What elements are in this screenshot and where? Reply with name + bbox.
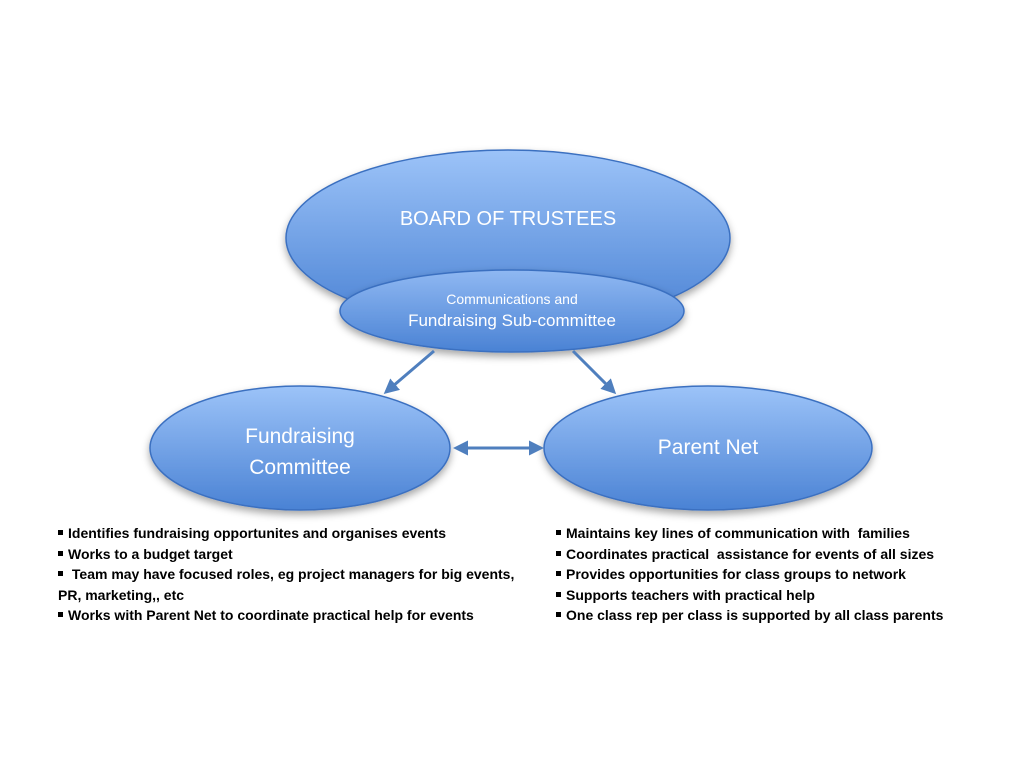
fundraising-committee-node: [149, 385, 451, 511]
list-item: Provides opportunities for class groups …: [556, 564, 996, 585]
list-item: Works to a budget target: [58, 544, 518, 565]
parent-net-bullet-list: Maintains key lines of communication wit…: [556, 523, 996, 626]
list-item: Maintains key lines of communication wit…: [556, 523, 996, 544]
subcommittee-label-line1: Communications and: [446, 291, 578, 307]
fundraising-label-line2: Committee: [249, 456, 351, 479]
list-item: One class rep per class is supported by …: [556, 605, 996, 626]
arrow-to-fundraising: [383, 349, 435, 394]
fundraising-bullet-list: Identifies fundraising opportunites and …: [58, 523, 518, 626]
list-item: Works with Parent Net to coordinate prac…: [58, 605, 518, 626]
subcommittee-node: [339, 269, 685, 353]
list-item: Team may have focused roles, eg project …: [58, 564, 518, 605]
parent-net-node: [543, 385, 873, 511]
subcommittee-label-line2: Fundraising Sub-committee: [408, 311, 616, 330]
fundraising-label-line1: Fundraising: [245, 425, 355, 448]
list-item: Identifies fundraising opportunites and …: [58, 523, 518, 544]
arrow-to-parent-net: [571, 349, 617, 395]
list-item: Coordinates practical assistance for eve…: [556, 544, 996, 565]
board-title: BOARD OF TRUSTEES: [399, 208, 617, 230]
parent-net-label: Parent Net: [657, 436, 759, 459]
list-item: Supports teachers with practical help: [556, 585, 996, 606]
fundraising-committee-label: Fundraising Committee: [150, 421, 450, 483]
